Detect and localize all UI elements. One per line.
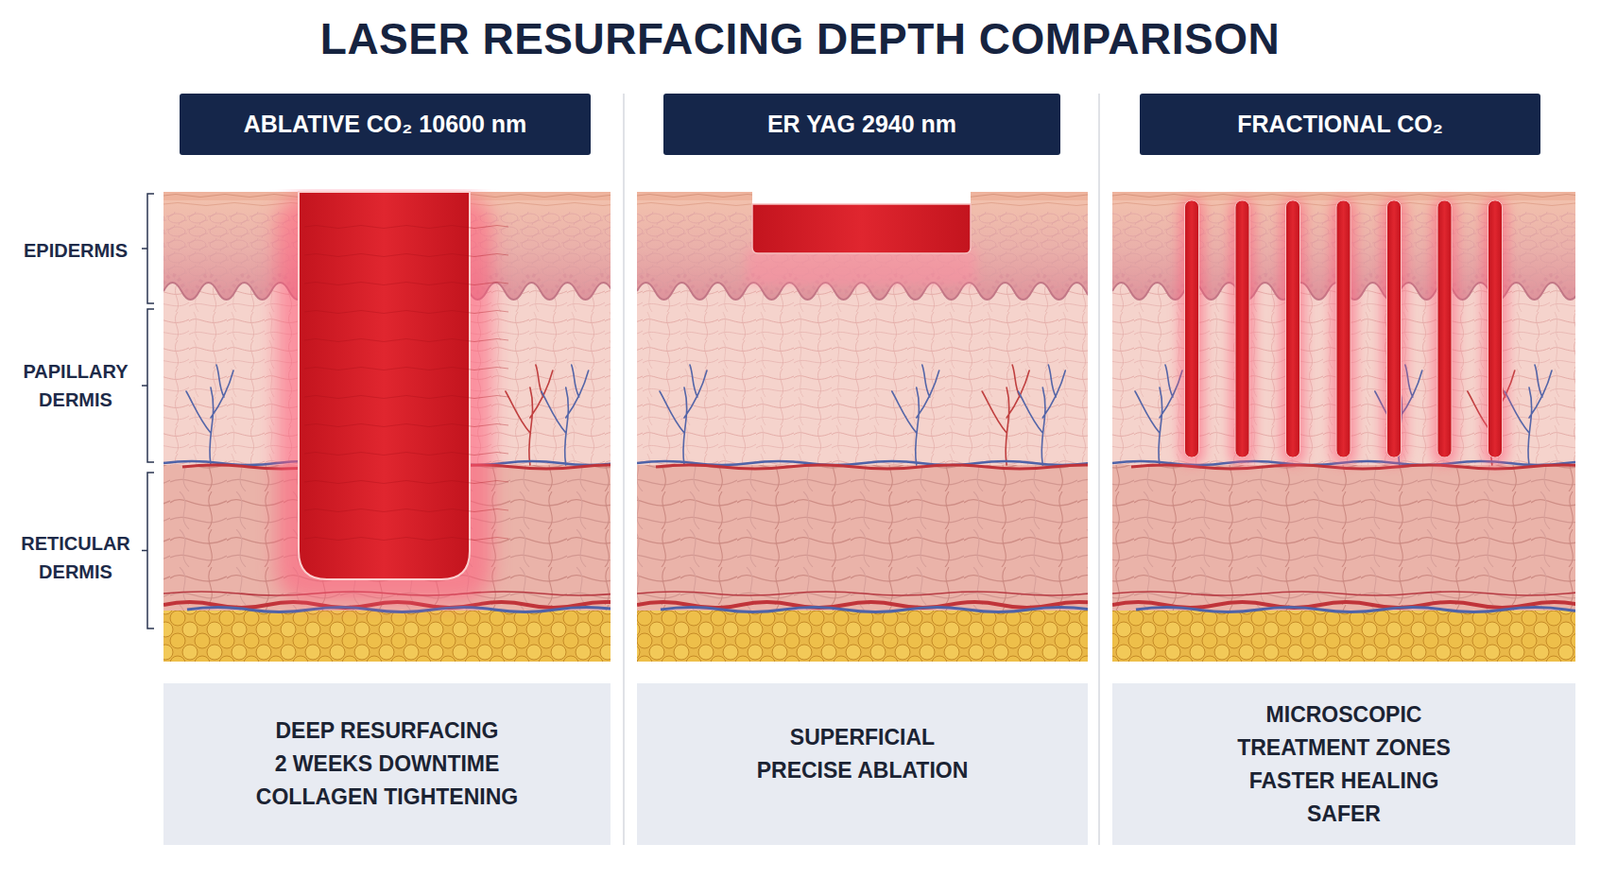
capillary bbox=[186, 364, 234, 465]
ablation-zone bbox=[298, 191, 470, 580]
column-divider bbox=[1098, 93, 1101, 845]
ablation-texture bbox=[304, 254, 509, 258]
summary-text: COLLAGEN TIGHTENING bbox=[256, 780, 518, 814]
reticular-dermis bbox=[1112, 464, 1576, 615]
thermal-glow bbox=[1229, 198, 1256, 465]
capillary bbox=[981, 364, 1030, 465]
fat-cells bbox=[636, 610, 1088, 662]
summary-text: 2 WEEKS DOWNTIME bbox=[275, 747, 500, 781]
reticular-dermis bbox=[636, 464, 1088, 615]
fat-layer bbox=[1112, 610, 1576, 662]
summary-text: DEEP RESURFACING bbox=[275, 714, 499, 748]
summary-text: FASTER HEALING bbox=[1249, 764, 1440, 798]
microscopic-zone bbox=[1488, 200, 1503, 458]
ablation-texture bbox=[304, 339, 509, 343]
layer-bracket bbox=[141, 193, 155, 304]
skin-panel bbox=[1112, 191, 1576, 662]
column-header: FRACTIONAL CO₂ bbox=[1139, 93, 1541, 155]
microscopic-zone bbox=[1286, 200, 1301, 458]
capillary bbox=[1504, 364, 1552, 465]
ablation-texture bbox=[304, 367, 509, 371]
thermal-glow bbox=[1431, 198, 1459, 465]
ablation-texture bbox=[304, 537, 509, 541]
diagram-title: LASER RESURFACING DEPTH COMPARISON bbox=[0, 14, 1600, 64]
skin-panel bbox=[636, 189, 1088, 662]
stratum-line bbox=[1112, 194, 1576, 198]
capillary bbox=[1017, 364, 1066, 465]
fat-cells bbox=[1112, 610, 1576, 662]
header-text: ABLATIVE CO₂ 10600 nm bbox=[243, 110, 528, 138]
papillary-dermis bbox=[636, 282, 1088, 473]
ablation-texture bbox=[304, 395, 509, 399]
artery bbox=[1131, 464, 1576, 469]
fat-layer bbox=[163, 610, 611, 662]
fat-layer bbox=[636, 610, 1088, 662]
microscopic-zone bbox=[1437, 200, 1452, 458]
ablation-texture bbox=[304, 424, 509, 428]
removed-surface bbox=[752, 189, 971, 205]
reticular-fibers bbox=[1112, 464, 1576, 615]
thermal-glow bbox=[1178, 198, 1205, 465]
summary-box: DEEP RESURFACING2 WEEKS DOWNTIMECOLLAGEN… bbox=[163, 683, 611, 845]
summary-text: MICROSCOPIC TREATMENT ZONES bbox=[1221, 698, 1467, 765]
artery bbox=[655, 464, 1088, 469]
capillary bbox=[659, 364, 707, 465]
summary-text: SUPERFICIAL bbox=[790, 721, 935, 755]
capillary bbox=[1135, 364, 1183, 465]
layer-label: PAPILLARY DERMIS bbox=[11, 357, 140, 414]
vein bbox=[187, 607, 611, 613]
summary-text: PRECISE ABLATION bbox=[756, 754, 969, 788]
ablation-texture bbox=[304, 310, 509, 314]
microscopic-zone bbox=[1387, 200, 1402, 458]
vein bbox=[1135, 607, 1576, 613]
ablation-texture bbox=[304, 481, 509, 484]
thermal-glow bbox=[1330, 198, 1358, 465]
vein bbox=[660, 607, 1088, 613]
layer-label: RETICULAR DERMIS bbox=[11, 529, 140, 586]
papillary-fibers bbox=[636, 282, 1088, 473]
capillary bbox=[505, 364, 553, 465]
thermal-glow bbox=[1279, 198, 1307, 465]
reticular-fibers bbox=[636, 464, 1088, 615]
summary-box: MICROSCOPIC TREATMENT ZONESFASTER HEALIN… bbox=[1112, 683, 1576, 845]
ablation-texture bbox=[304, 452, 509, 456]
dermis-base bbox=[1112, 191, 1576, 662]
thermal-glow bbox=[1481, 198, 1509, 465]
ablation-texture bbox=[304, 509, 509, 513]
layer-bracket bbox=[141, 472, 155, 629]
capillary bbox=[892, 364, 940, 465]
microscopic-zone bbox=[1185, 200, 1200, 458]
layer-label: EPIDERMIS bbox=[11, 236, 140, 265]
artery bbox=[636, 591, 1088, 596]
ablation-zone bbox=[752, 204, 971, 254]
ablation-texture bbox=[304, 282, 509, 286]
microscopic-zone bbox=[1235, 200, 1250, 458]
column-header: ABLATIVE CO₂ 10600 nm bbox=[179, 93, 591, 155]
header-text: FRACTIONAL CO₂ bbox=[1237, 110, 1444, 138]
thermal-glow bbox=[1380, 198, 1408, 465]
capillary bbox=[541, 364, 589, 465]
summary-box: SUPERFICIALPRECISE ABLATION bbox=[636, 683, 1088, 845]
ablation-texture bbox=[304, 225, 509, 229]
skin-panel bbox=[163, 191, 611, 662]
column-divider bbox=[622, 93, 625, 845]
header-text: ER YAG 2940 nm bbox=[767, 110, 957, 138]
fat-cells bbox=[163, 610, 611, 662]
column-header: ER YAG 2940 nm bbox=[663, 93, 1061, 155]
layer-bracket bbox=[141, 309, 155, 463]
summary-text: SAFER bbox=[1307, 797, 1381, 831]
artery bbox=[1112, 591, 1576, 596]
microscopic-zone bbox=[1336, 200, 1351, 458]
